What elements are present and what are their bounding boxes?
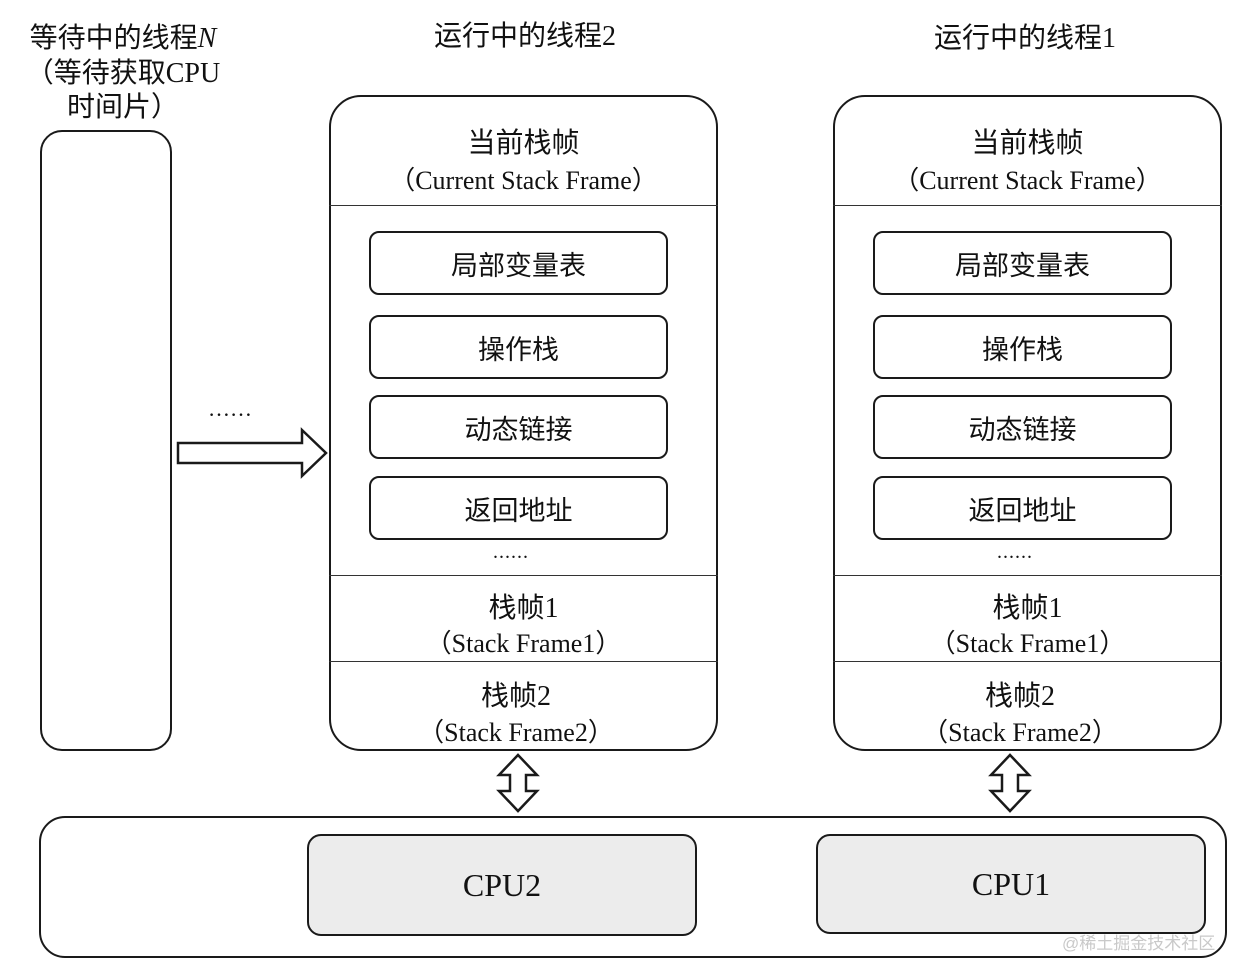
cpu1-box: CPU1	[816, 834, 1206, 934]
watermark: @稀土掘金技术社区	[1062, 934, 1216, 953]
slots-more: ......	[493, 541, 529, 563]
waiting-thread-box	[40, 130, 172, 751]
frame1-cn: 栈帧1	[992, 593, 1063, 624]
double-arrow-vertical-icon-thread2	[496, 753, 540, 813]
current-frame-cn: 当前栈帧	[467, 128, 580, 159]
frame2-cn: 栈帧2	[480, 681, 551, 712]
slot-operand-stack: 操作栈	[873, 315, 1172, 379]
running-thread-1-box: 当前栈帧 （Current Stack Frame） 局部变量表 操作栈 动态链…	[833, 95, 1222, 751]
waiting-thread-subtitle-2: 时间片）	[66, 92, 179, 123]
waiting-thread-subtitle-1: （等待获取CPU	[25, 58, 221, 89]
ellipsis-between: ……	[208, 396, 252, 421]
running-thread-2-title: 运行中的线程2	[433, 21, 616, 52]
divider-frame1	[833, 575, 1222, 576]
slot-dynamic-link: 动态链接	[369, 395, 668, 459]
frame1-cn: 栈帧1	[488, 593, 559, 624]
double-arrow-vertical-icon-thread1	[988, 753, 1032, 813]
divider-current-frame	[329, 205, 718, 206]
current-frame-en: （Current Stack Frame）	[893, 166, 1162, 195]
slots-more: ......	[997, 541, 1033, 563]
running-thread-1-title: 运行中的线程1	[933, 23, 1116, 54]
divider-current-frame	[833, 205, 1222, 206]
frame2-en: （Stack Frame2）	[922, 718, 1118, 747]
waiting-thread-title: 等待中的线程N	[8, 22, 238, 56]
waiting-thread-title-n: N	[197, 23, 217, 54]
slot-return-address: 返回地址	[873, 476, 1172, 540]
divider-frame2	[329, 661, 718, 662]
slot-return-address: 返回地址	[369, 476, 668, 540]
slot-local-vars: 局部变量表	[873, 231, 1172, 295]
slot-dynamic-link: 动态链接	[873, 395, 1172, 459]
frame1-en: （Stack Frame1）	[929, 629, 1126, 658]
waiting-thread-title-text: 等待中的线程	[29, 23, 198, 54]
running-thread-2-box: 当前栈帧 （Current Stack Frame） 局部变量表 操作栈 动态链…	[329, 95, 718, 751]
arrow-right-icon	[176, 427, 328, 479]
slot-operand-stack: 操作栈	[369, 315, 668, 379]
frame2-cn: 栈帧2	[984, 681, 1055, 712]
cpu2-box: CPU2	[307, 834, 697, 936]
current-frame-en: （Current Stack Frame）	[389, 166, 658, 195]
frame2-en: （Stack Frame2）	[418, 718, 614, 747]
frame1-en: （Stack Frame1）	[425, 629, 622, 658]
divider-frame1	[329, 575, 718, 576]
divider-frame2	[833, 661, 1222, 662]
current-frame-cn: 当前栈帧	[971, 128, 1084, 159]
slot-local-vars: 局部变量表	[369, 231, 668, 295]
